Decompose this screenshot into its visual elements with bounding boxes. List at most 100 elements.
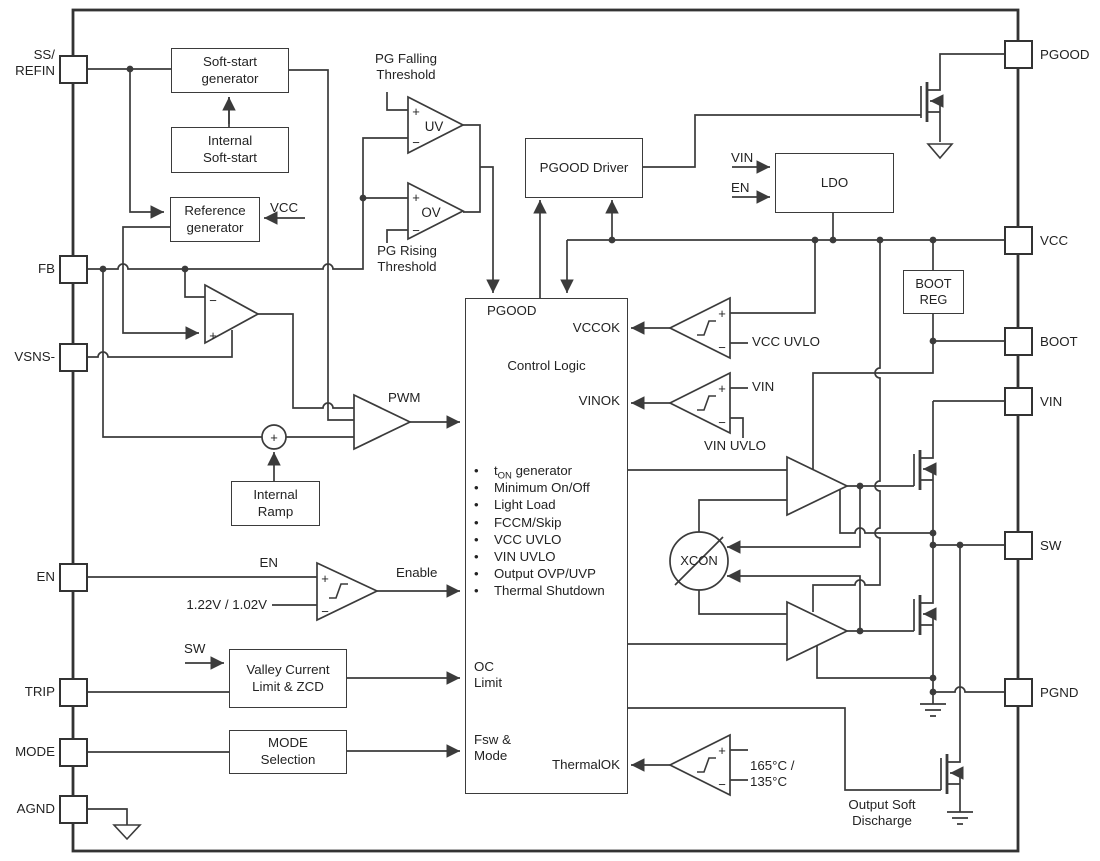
earth-ground-icon <box>112 143 954 841</box>
pin-agnd <box>59 795 88 824</box>
ldo-block: LDO <box>775 153 894 213</box>
en-minus-sign: − <box>321 604 329 619</box>
high-side-driver <box>786 455 849 517</box>
thermal-plus-sign: + <box>718 743 726 758</box>
pin-label-en: EN <box>36 569 55 584</box>
control-logic-vccok-port: VCCOK <box>572 320 620 335</box>
control-logic-bullet-item: •tON generator <box>474 463 573 482</box>
arrow-wires <box>122 69 964 780</box>
control-logic-thermalok-port: ThermalOK <box>552 757 620 772</box>
vccuvlo-plus-sign: + <box>718 306 726 321</box>
vinuvlo-minus-sign: − <box>718 415 726 430</box>
pin-trip <box>59 678 88 707</box>
low-side-driver <box>786 600 849 662</box>
pin-sw <box>1004 531 1033 560</box>
reference-generator-block: Reference generator <box>170 197 260 242</box>
junction-dot <box>99 65 964 696</box>
hysteresis-icon <box>329 320 716 773</box>
pin-label-agnd: AGND <box>16 801 55 816</box>
output-soft-discharge-label: Output Soft Discharge <box>848 797 916 828</box>
pin-label-ss-refin: SS/ REFIN <box>15 47 55 78</box>
xcon-diagonal <box>674 536 724 586</box>
boot-reg-block: BOOT REG <box>903 270 964 314</box>
control-logic-title: Control Logic <box>507 358 586 373</box>
vcc-uvlo-label: VCC UVLO <box>752 334 820 349</box>
control-logic-bullet-item: •FCCM/Skip <box>474 514 562 530</box>
enable-label: Enable <box>396 565 438 580</box>
mosfets <box>913 82 949 794</box>
en-plus-sign: + <box>321 571 329 586</box>
pgood-driver-block: PGOOD Driver <box>525 138 643 198</box>
control-logic-bullet-item: •VCC UVLO <box>474 531 562 547</box>
control-logic-fsw-mode-port: Fsw & Mode <box>474 732 511 763</box>
erramp-minus-sign: − <box>209 293 217 308</box>
ov-label: OV <box>421 205 440 220</box>
xcon-label: XCON <box>680 553 718 568</box>
vin-uvlo-label: VIN UVLO <box>703 438 767 453</box>
vcc-uvlo-comparator <box>668 296 731 360</box>
ov-plus-sign: + <box>412 190 420 205</box>
control-logic-bullet-item: •Minimum On/Off <box>474 480 590 496</box>
pin-label-boot: BOOT <box>1040 334 1078 349</box>
en-wire-label: EN <box>259 555 278 570</box>
chip-outline <box>71 8 1020 853</box>
pin-vcc <box>1004 226 1033 255</box>
control-logic-block <box>465 298 628 794</box>
pin-label-vsns: VSNS- <box>14 349 55 364</box>
pin-boot <box>1004 327 1033 356</box>
pin-fb <box>59 255 88 284</box>
pin-label-vcc: VCC <box>1040 233 1069 248</box>
control-logic-pgood-port: PGOOD <box>487 303 537 318</box>
pin-label-vin: VIN <box>1040 394 1063 409</box>
pin-label-trip: TRIP <box>24 684 55 699</box>
pwm-label: PWM <box>388 390 421 405</box>
en-ldo-label: EN <box>731 180 750 195</box>
ov-comparator <box>407 181 465 241</box>
control-logic-bullet-item: •Light Load <box>474 497 556 513</box>
pwm-comparator <box>353 393 412 451</box>
temp-threshold-label: 165°C / 135°C <box>750 758 795 789</box>
internal-ramp-block: Internal Ramp <box>231 481 320 526</box>
pin-pgnd <box>1004 678 1033 707</box>
error-amplifier <box>204 283 260 345</box>
pin-label-mode: MODE <box>15 744 55 759</box>
pin-label-sw: SW <box>1040 538 1062 553</box>
ov-minus-sign: − <box>412 223 420 238</box>
vin-wire-label: VIN <box>752 379 775 394</box>
control-logic-bullet-item: •Output OVP/UVP <box>474 566 596 582</box>
thermal-comparator <box>668 733 731 797</box>
en-comparator <box>316 561 379 622</box>
uv-label: UV <box>425 119 444 134</box>
pin-vsns <box>59 343 88 372</box>
control-logic-bullet-item: •Thermal Shutdown <box>474 583 605 599</box>
pin-en <box>59 563 88 592</box>
vcc-ref-label: VCC <box>270 200 299 215</box>
pin-vin <box>1004 387 1033 416</box>
uv-minus-sign: − <box>412 135 420 150</box>
vin-ldo-label: VIN <box>731 150 754 165</box>
control-logic-oc-limit-port: OC Limit <box>474 659 503 690</box>
control-logic-bullets: •tON generator•Minimum On/Off•Light Load… <box>474 462 624 600</box>
erramp-plus-sign: + <box>209 328 217 343</box>
en-threshold-label: 1.22V / 1.02V <box>186 597 267 612</box>
control-logic-vinok-port: VINOK <box>578 393 620 408</box>
soft-start-generator-block: Soft-start generator <box>171 48 289 93</box>
valley-current-limit-block: Valley Current Limit & ZCD <box>229 649 347 708</box>
pin-label-pgood: PGOOD <box>1040 47 1090 62</box>
vccuvlo-minus-sign: − <box>718 340 726 355</box>
chassis-ground-icon <box>920 703 973 825</box>
pg-rising-threshold-label: PG Rising Threshold <box>377 243 437 274</box>
vin-uvlo-comparator <box>668 371 731 435</box>
mode-selection-block: MODE Selection <box>229 730 347 774</box>
thermal-minus-sign: − <box>718 777 726 792</box>
vinuvlo-plus-sign: + <box>718 381 726 396</box>
summing-junction <box>261 424 287 450</box>
internal-soft-start-block: Internal Soft-start <box>171 127 289 173</box>
summing-plus-sign: + <box>270 430 278 445</box>
pin-label-fb: FB <box>38 261 55 276</box>
uv-comparator <box>407 95 465 155</box>
mosfet-gate-bar <box>913 86 942 790</box>
mosfet-channel-bar <box>918 82 949 794</box>
